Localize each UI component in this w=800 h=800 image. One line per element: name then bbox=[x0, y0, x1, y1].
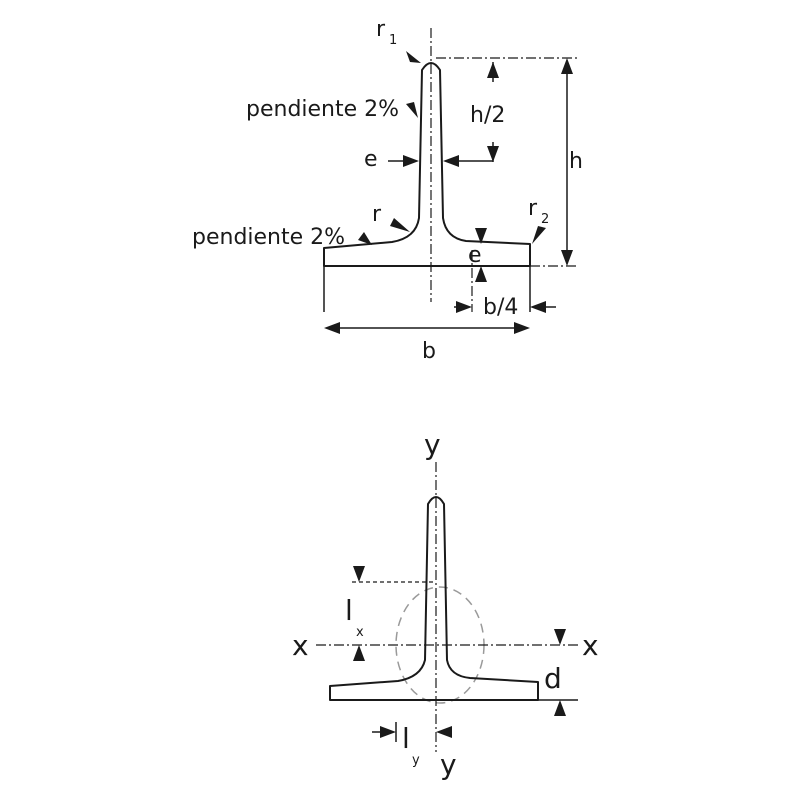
e-web-arrow-left bbox=[403, 155, 419, 167]
y-top-label: y bbox=[424, 428, 441, 461]
lx-subscript: x bbox=[356, 625, 364, 640]
r1-label: r bbox=[376, 17, 386, 42]
d-arrow-bottom bbox=[554, 700, 566, 716]
e-flange-arrow-top bbox=[475, 228, 487, 244]
slope-top-pointer bbox=[406, 102, 418, 118]
slope-bottom-label: pendiente 2% bbox=[192, 225, 345, 250]
r2-label: r bbox=[528, 196, 538, 221]
h-label: h bbox=[569, 149, 583, 174]
r1-pointer bbox=[406, 51, 421, 63]
d-label: d bbox=[544, 662, 562, 695]
lx-arrow-top bbox=[353, 566, 365, 582]
lx-label: l bbox=[345, 594, 353, 627]
e-web-arrow-right bbox=[443, 155, 459, 167]
x-left-label: x bbox=[292, 629, 309, 662]
b-quarter-arrow-left bbox=[456, 301, 472, 313]
ly-subscript: y bbox=[412, 753, 420, 768]
lx-arrow-bottom bbox=[353, 645, 365, 661]
y-bottom-label: y bbox=[440, 748, 457, 781]
r1-subscript: 1 bbox=[389, 33, 397, 48]
top-t-section: r 1 pendiente 2% e r r 2 pendiente 2% e … bbox=[192, 17, 583, 364]
e-flange-label: e bbox=[468, 243, 482, 268]
slope-bottom-pointer bbox=[358, 232, 372, 245]
e-web-label: e bbox=[364, 147, 378, 172]
h-half-arrow-top bbox=[487, 62, 499, 78]
b-label: b bbox=[422, 339, 436, 364]
bottom-t-section: y y x x l x d l y bbox=[292, 428, 599, 781]
b-quarter-label: b/4 bbox=[483, 295, 518, 320]
top-t-profile-outline bbox=[323, 62, 531, 267]
b-quarter-arrow-right bbox=[530, 301, 546, 313]
b-arrow-left bbox=[324, 322, 340, 334]
slope-top-label: pendiente 2% bbox=[246, 97, 399, 122]
r-label: r bbox=[372, 202, 382, 227]
h-arrow-top bbox=[561, 58, 573, 74]
h-half-label: h/2 bbox=[470, 103, 505, 128]
bottom-t-profile-outline bbox=[329, 496, 539, 701]
ly-label: l bbox=[402, 722, 410, 755]
b-arrow-right bbox=[514, 322, 530, 334]
r2-pointer bbox=[532, 226, 546, 244]
d-arrow-top bbox=[554, 629, 566, 645]
ly-arrow-left bbox=[380, 726, 396, 738]
ly-arrow-right bbox=[436, 726, 452, 738]
e-flange-arrow-bottom bbox=[475, 266, 487, 282]
h-arrow-bottom bbox=[561, 250, 573, 266]
x-right-label: x bbox=[582, 629, 599, 662]
h-half-arrow-bottom bbox=[487, 146, 499, 162]
r2-subscript: 2 bbox=[541, 212, 549, 227]
r-pointer bbox=[390, 218, 410, 232]
